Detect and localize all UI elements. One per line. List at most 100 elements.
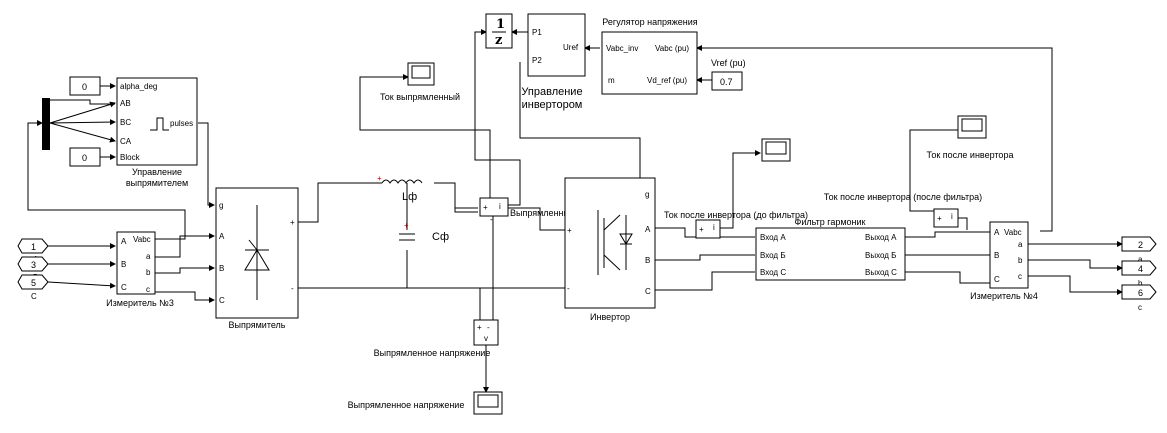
- svg-text:Вход С: Вход С: [760, 268, 786, 277]
- svg-text:A: A: [121, 237, 127, 246]
- svg-text:Ток после инвертора (до фильтр: Ток после инвертора (до фильтра): [664, 210, 808, 220]
- inverter-block[interactable]: g A B C + - Инвертор: [564, 177, 656, 322]
- svg-text:Выход А: Выход А: [865, 233, 897, 242]
- svg-text:Измеритель №4: Измеритель №4: [970, 291, 1038, 301]
- harmonic-filter-block[interactable]: Фильтр гармоник Вход А Вход Б Вход С Вых…: [755, 217, 906, 281]
- rect-ctrl-port-ab: AB: [120, 99, 131, 108]
- svg-text:B: B: [645, 256, 650, 265]
- svg-text:a: a: [1018, 240, 1023, 249]
- svg-text:Инвертор: Инвертор: [590, 312, 630, 322]
- scope-voltage-rectified[interactable]: Выпрямленное напряжение: [348, 391, 503, 415]
- outport-6[interactable]: 6 c: [1121, 284, 1157, 312]
- svg-text:0: 0: [82, 153, 87, 163]
- meter-4-block[interactable]: A B C Vabc a b c Измеритель №4: [970, 221, 1038, 301]
- rect-ctrl-port-bc: BC: [120, 118, 131, 127]
- svg-text:1: 1: [496, 17, 505, 32]
- scope-current-rectified[interactable]: Ток выпрямленный: [380, 62, 460, 102]
- svg-text:B: B: [994, 251, 999, 260]
- svg-text:0: 0: [82, 82, 87, 92]
- svg-text:A: A: [994, 228, 1000, 237]
- unit-delay-block[interactable]: 1 z: [485, 13, 513, 49]
- svg-text:Vabc: Vabc: [1004, 228, 1022, 237]
- const-block-block[interactable]: 0: [69, 147, 101, 167]
- svg-text:+: +: [483, 203, 488, 212]
- svg-text:Выпрямленное напряжение: Выпрямленное напряжение: [348, 400, 465, 410]
- rect-ctrl-port-block: Block: [120, 153, 141, 162]
- svg-text:m: m: [608, 76, 615, 85]
- rect-ctrl-title-1: Управление: [132, 167, 182, 177]
- scope-before-filter[interactable]: [761, 138, 791, 162]
- svg-text:+: +: [404, 221, 409, 230]
- meter-3-block[interactable]: A B C Vabc a b c Измеритель №3: [106, 231, 174, 308]
- const-alpha-block[interactable]: 0: [69, 76, 101, 96]
- svg-text:P1: P1: [532, 28, 542, 37]
- svg-text:i: i: [713, 223, 715, 232]
- svg-text:Выпрямленное напряжение: Выпрямленное напряжение: [374, 348, 491, 358]
- rect-ctrl-port-ca: CA: [120, 137, 132, 146]
- svg-text:v: v: [484, 334, 488, 343]
- svg-text:+: +: [290, 218, 295, 227]
- vref-constant[interactable]: Vref (pu) 0.7: [711, 58, 746, 91]
- inport-5[interactable]: 5 C: [17, 274, 49, 301]
- svg-text:b: b: [1018, 256, 1023, 265]
- capacitor-cf[interactable]: + Cф: [399, 221, 449, 243]
- svg-text:Vd_ref (pu): Vd_ref (pu): [647, 76, 687, 85]
- svg-text:a: a: [146, 252, 151, 261]
- svg-text:Вход Б: Вход Б: [760, 251, 786, 260]
- inductor-lf[interactable]: + Lф: [377, 174, 423, 203]
- svg-text:i: i: [951, 212, 953, 221]
- svg-text:B: B: [219, 264, 224, 273]
- svg-text:b: b: [146, 268, 151, 277]
- outport-4[interactable]: 4 b: [1121, 260, 1157, 288]
- svg-text:Фильтр гармоник: Фильтр гармоник: [795, 217, 866, 227]
- voltage-measurement-block[interactable]: + - v Выпрямленное напряжение: [374, 319, 499, 358]
- svg-text:5: 5: [31, 278, 36, 288]
- svg-text:g: g: [219, 201, 223, 210]
- svg-text:a: a: [1138, 255, 1143, 264]
- rect-ctrl-port-pulses: pulses: [170, 119, 193, 128]
- svg-text:4: 4: [1138, 264, 1143, 274]
- svg-text:1: 1: [31, 242, 36, 252]
- svg-text:Вход А: Вход А: [760, 233, 786, 242]
- svg-text:Выпрямитель: Выпрямитель: [228, 320, 285, 330]
- svg-text:A: A: [645, 225, 651, 234]
- current-sensor-before-filter[interactable]: + i Ток после инвертора (до фильтра): [664, 210, 808, 239]
- svg-text:P2: P2: [532, 56, 542, 65]
- svg-text:+: +: [699, 225, 704, 234]
- svg-text:-: -: [490, 215, 493, 224]
- svg-text:g: g: [645, 190, 649, 199]
- svg-text:B: B: [121, 260, 126, 269]
- scope-after-inverter[interactable]: Ток после инвертора: [927, 115, 1014, 160]
- svg-text:2: 2: [1138, 240, 1143, 250]
- rectifier-control-block[interactable]: alpha_deg AB BC CA Block pulses Управлен…: [116, 77, 198, 188]
- outport-2[interactable]: 2 a: [1121, 236, 1157, 264]
- svg-text:c: c: [1018, 272, 1022, 281]
- current-sensor-after-filter[interactable]: Ток после инвертора (после фильтра) + i: [824, 192, 982, 228]
- svg-text:инвертором: инвертором: [522, 99, 583, 111]
- wires: [27, 29, 1123, 393]
- svg-text:6: 6: [1138, 288, 1143, 298]
- svg-text:0.7: 0.7: [720, 77, 733, 87]
- svg-text:Cф: Cф: [432, 231, 449, 243]
- svg-text:Выход Б: Выход Б: [865, 251, 896, 260]
- svg-text:Ток после инвертора (после фил: Ток после инвертора (после фильтра): [824, 192, 982, 202]
- svg-text:C: C: [219, 296, 225, 305]
- current-sensor-rectified[interactable]: + i - Выпрямленный ток: [479, 197, 591, 224]
- svg-text:C: C: [31, 292, 37, 301]
- svg-text:A: A: [219, 232, 225, 241]
- voltage-regulator-block[interactable]: Регулятор напряжения Vabc_inv m Vabc (pu…: [601, 17, 698, 95]
- svg-text:-: -: [291, 284, 294, 293]
- svg-text:+: +: [377, 174, 382, 183]
- svg-text:Uref: Uref: [563, 43, 579, 52]
- svg-text:Vabc_inv: Vabc_inv: [606, 44, 638, 53]
- rectifier-block[interactable]: g A B C + - Выпрямитель: [215, 187, 299, 330]
- svg-text:C: C: [645, 287, 651, 296]
- svg-text:z: z: [495, 33, 502, 48]
- svg-text:Vabc: Vabc: [133, 235, 151, 244]
- inverter-control-block[interactable]: P1 P2 Uref Управление инвертором: [521, 13, 586, 111]
- mux-block[interactable]: [42, 98, 50, 150]
- svg-text:C: C: [121, 283, 127, 292]
- svg-text:Выход С: Выход С: [865, 268, 897, 277]
- svg-text:Регулятор напряжения: Регулятор напряжения: [602, 17, 698, 27]
- svg-text:Vref (pu): Vref (pu): [711, 58, 746, 68]
